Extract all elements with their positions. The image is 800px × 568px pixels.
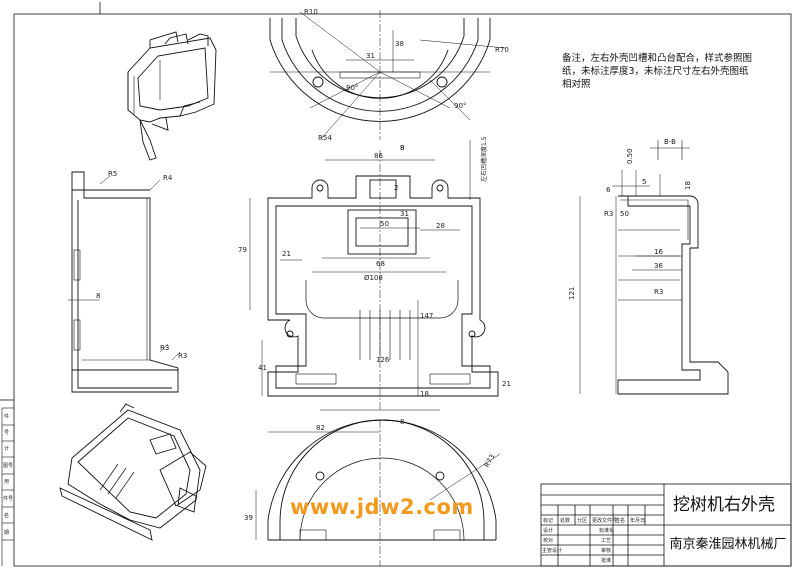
dim-label: 41 — [258, 364, 267, 372]
dim-label: 31 — [400, 210, 409, 218]
dim-label: 8 — [400, 144, 404, 152]
margin-label: 件 — [4, 413, 9, 420]
dim-label: R70 — [495, 46, 509, 54]
tb-stage: 审核 — [601, 547, 611, 554]
margin-label: 用 — [4, 479, 9, 485]
dim-label: 68 — [376, 260, 385, 268]
front-view-dimensions: 86 2 31 50 28 79 21 68 Ø108 147 126 41 1… — [238, 144, 511, 398]
dim-label: 50 — [620, 210, 629, 218]
dim-label: R3 — [654, 288, 663, 296]
dim-label: 6 — [606, 186, 611, 194]
left-view — [68, 171, 181, 393]
side-section-dimensions: B-B 0.50 6 5 18 R3 50 16 36 121 R3 左右凹槽深… — [480, 136, 692, 300]
dim-label: 8 — [400, 144, 404, 152]
dim-label: 18 — [420, 390, 429, 398]
dim-label: R54 — [318, 134, 332, 142]
dim-label: 2 — [394, 184, 398, 192]
tb-header: 更改文件号 — [592, 517, 617, 524]
top-view — [269, 10, 506, 141]
dim-label: 8 — [400, 418, 404, 426]
top-view-dimensions: R10 38 31 R70 90° 90° R54 8 — [304, 8, 509, 152]
tb-role: 设计 — [543, 527, 553, 534]
tb-stage: 批准 — [601, 557, 611, 564]
title-block — [540, 483, 792, 567]
dim-label: 86 — [374, 152, 383, 160]
left-view-dimensions: R5 R4 8 R3 R3 — [96, 170, 187, 360]
dim-label: 121 — [568, 287, 576, 300]
left-margin-labels: 件 号 计 图号 用 件号 名 期 — [3, 413, 13, 536]
side-section-view — [579, 140, 729, 395]
tb-header: 处数 — [560, 517, 570, 524]
watermark: www.jdw2.com — [290, 495, 474, 519]
dim-label: 8 — [96, 292, 100, 300]
margin-label: 期 — [4, 530, 9, 536]
tb-header: 年月日 — [630, 517, 645, 524]
dim-label: R10 — [304, 8, 318, 16]
left-margin-table — [1, 407, 14, 566]
tb-header: 签名 — [615, 517, 625, 524]
dim-label: 31 — [366, 52, 375, 60]
dim-label: R4 — [163, 174, 173, 182]
dim-label: 90° — [454, 102, 466, 110]
dim-label: 126 — [376, 356, 390, 364]
tb-stage: 工艺 — [601, 538, 611, 544]
dim-label: 28 — [436, 222, 445, 230]
drawing-note: 备注，左右外壳凹槽和凸台配合，样式参照图纸，未标注厚度3，未标注尺寸左右外壳图纸… — [562, 53, 753, 90]
tb-header: 分区 — [577, 517, 587, 524]
dim-label: 21 — [502, 380, 511, 388]
section-label: B-B — [664, 138, 676, 146]
tb-role: 主管设计 — [542, 547, 562, 554]
part-name: 挖树机右外壳 — [673, 495, 775, 515]
dim-label: 18 — [684, 181, 692, 190]
company-name: 南京秦淮园林机械厂 — [669, 537, 787, 552]
tb-role: 校对 — [543, 537, 553, 544]
dim-label: 38 — [395, 40, 404, 48]
margin-label: 号 — [4, 430, 9, 436]
dim-label: R5 — [108, 170, 117, 178]
dim-label: 21 — [282, 250, 291, 258]
tb-stage: 标准化 — [599, 527, 614, 534]
dim-label: 50 — [380, 220, 389, 228]
dim-label: 79 — [238, 246, 247, 254]
dim-label: 82 — [316, 424, 325, 432]
tb-header: 标记 — [543, 517, 553, 524]
dim-label: 5 — [642, 178, 646, 186]
margin-label: 图号 — [3, 463, 13, 469]
dim-label: 147 — [420, 312, 433, 320]
groove-depth-label: 左右凹槽深度1.5 — [480, 136, 488, 182]
dim-label: 16 — [654, 248, 663, 256]
dim-label: R3 — [160, 344, 169, 352]
dim-label: Ø108 — [364, 274, 383, 282]
dim-label: 39 — [244, 514, 253, 522]
margin-label: 名 — [4, 512, 9, 519]
isometric-view-bottom — [59, 403, 207, 541]
margin-label: 件号 — [3, 495, 13, 502]
margin-label: 计 — [4, 445, 9, 452]
dim-label: R3 — [604, 210, 613, 218]
front-view — [249, 140, 499, 411]
dim-label: R3 — [178, 352, 187, 360]
dim-label: 36 — [654, 262, 663, 270]
dim-label: 90° — [346, 84, 358, 92]
isometric-view-top — [127, 31, 217, 161]
dim-label: R73 — [483, 453, 497, 469]
dim-label: 0.50 — [626, 148, 634, 164]
title-block-cells: 标记 处数 分区 更改文件号 签名 年月日 设计 校对 主管设计 标准化 工艺 … — [542, 517, 645, 564]
bottom-view — [255, 419, 501, 566]
